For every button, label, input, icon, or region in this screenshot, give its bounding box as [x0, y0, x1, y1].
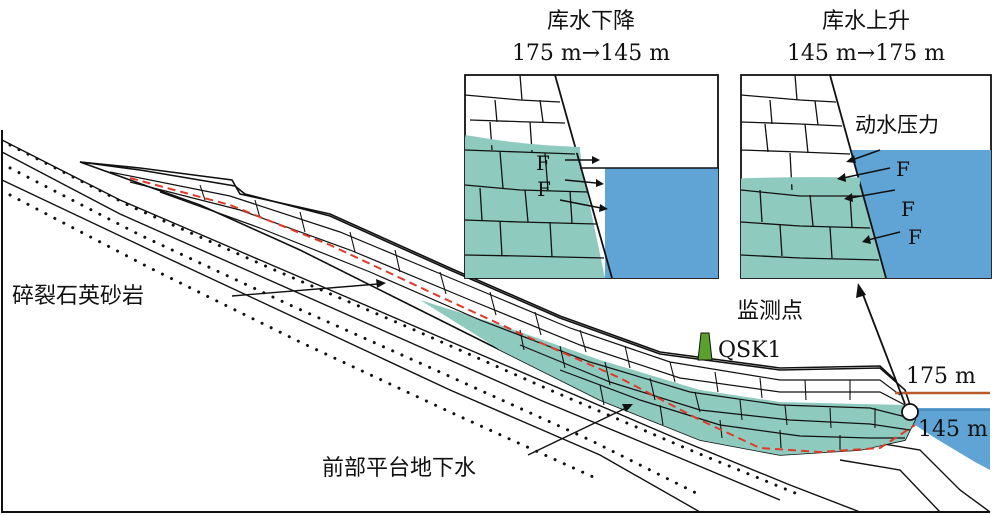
leader-arrowhead [856, 283, 866, 298]
block-layers [109, 171, 911, 439]
groundwater-label: 前部平台地下水 [322, 456, 476, 481]
left-force-label-2: F [537, 177, 551, 201]
block-joints [199, 184, 876, 450]
front-groundwater [420, 300, 915, 455]
right-force-label-3: F [908, 225, 922, 249]
monitor-id: QSK1 [718, 338, 782, 363]
left-panel-title: 库水下降 [547, 9, 635, 34]
left-force-arrows [559, 159, 602, 209]
level-high-label: 175 m [906, 364, 976, 389]
right-force-label-2: F [901, 197, 915, 221]
slip-surface [129, 177, 916, 454]
left-force-label-1: F [536, 151, 550, 175]
callouts: 碎裂石英砂岩 前部平台地下水 监测点 QSK1 175 m 145 m [12, 279, 988, 481]
frame [1, 130, 990, 513]
dotted-layers [8, 143, 802, 497]
monitor-marker [697, 332, 713, 361]
right-reservoir [850, 150, 991, 278]
right-panel-subtitle: 145 m→175 m [787, 41, 945, 66]
left-groundwater [465, 140, 605, 278]
right-panel-title: 库水上升 [822, 9, 910, 34]
toe-point [901, 403, 919, 421]
cross-section [1, 130, 991, 513]
bedrock-layers [1, 139, 991, 513]
right-force-arrows [842, 149, 901, 241]
leader-arrow [861, 291, 906, 405]
monitor-title: 监测点 [737, 299, 803, 324]
level-low-label: 145 m [918, 417, 988, 442]
left-reservoir [605, 168, 718, 278]
left-panel: F F 库水下降 175 m→145 m [464, 9, 719, 279]
right-force-label-1: F [896, 157, 910, 181]
rock-label: 碎裂石英砂岩 [12, 284, 144, 309]
reservoir-water [905, 408, 990, 470]
left-panel-subtitle: 175 m→145 m [512, 41, 670, 66]
ground-surface [79, 161, 896, 381]
right-panel: 动水压力 F F F 库水上升 145 m→175 m [740, 9, 992, 279]
pressure-label: 动水压力 [855, 113, 939, 137]
right-groundwater [741, 180, 885, 278]
